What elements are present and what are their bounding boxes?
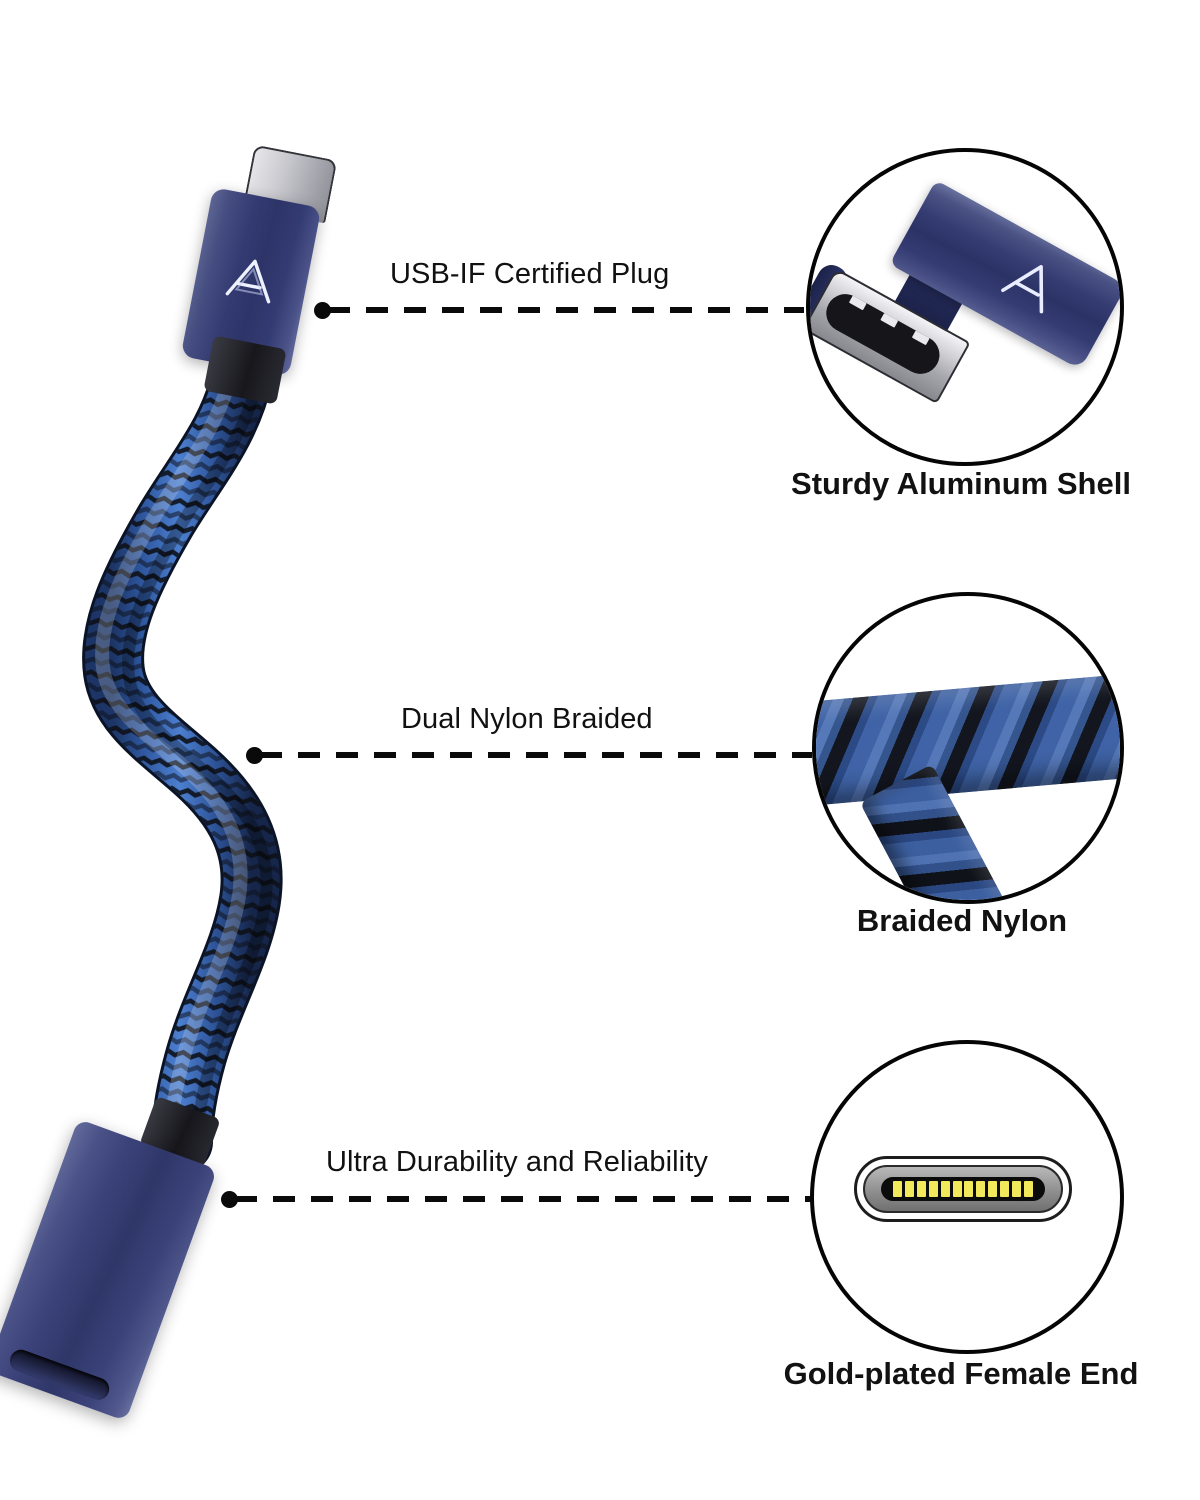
gold-pin xyxy=(916,1188,926,1197)
gold-pin xyxy=(893,1181,902,1190)
gold-pin xyxy=(1012,1181,1022,1190)
brand-logo-icon xyxy=(225,259,271,304)
gold-pin xyxy=(976,1188,986,1197)
callout-dashed-line xyxy=(328,307,804,313)
callout-dashed-line xyxy=(235,1196,811,1202)
female-port-metal-shell xyxy=(863,1165,1063,1213)
female-port-cavity xyxy=(881,1177,1045,1201)
callout-label-dual-nylon-braided: Dual Nylon Braided xyxy=(401,703,653,735)
detail-circle-gold-plated-female-end xyxy=(810,1040,1124,1354)
gold-pin xyxy=(928,1181,938,1190)
gold-pin xyxy=(1000,1181,1010,1190)
gold-pin xyxy=(1023,1181,1033,1190)
gold-pin xyxy=(988,1181,998,1190)
male-connector-shell xyxy=(180,187,322,377)
callout-dot-icon xyxy=(221,1191,238,1208)
gold-pin xyxy=(940,1181,950,1190)
gold-pin xyxy=(952,1181,962,1190)
callout-dot-icon xyxy=(246,747,263,764)
gold-pin xyxy=(904,1188,914,1197)
detail-circle-sturdy-aluminum-shell xyxy=(806,148,1124,466)
detail-caption-gold-plated-female-end: Gold-plated Female End xyxy=(783,1356,1139,1391)
gold-pin xyxy=(916,1181,926,1190)
gold-pin xyxy=(964,1181,974,1190)
gold-pin-row-top xyxy=(893,1181,1033,1190)
gold-pin xyxy=(893,1188,902,1197)
callout-label-usb-if-certified-plug: USB-IF Certified Plug xyxy=(390,258,670,290)
braid-strand-horizontal xyxy=(816,673,1120,807)
brand-logo-icon xyxy=(1001,265,1044,314)
gold-pin xyxy=(952,1188,962,1197)
gold-pin xyxy=(904,1181,914,1190)
callout-label-ultra-durability-and-reliability: Ultra Durability and Reliability xyxy=(326,1146,708,1178)
gold-pin xyxy=(940,1188,950,1197)
gold-pin xyxy=(1012,1188,1022,1197)
callout-dashed-line xyxy=(260,752,812,758)
gold-pin-row-bottom xyxy=(893,1188,1033,1197)
female-port-housing xyxy=(854,1156,1072,1222)
gold-pin xyxy=(928,1188,938,1197)
callout-leader-dual-nylon-braided xyxy=(246,747,812,764)
detail-caption-sturdy-aluminum-shell: Sturdy Aluminum Shell xyxy=(791,466,1131,501)
gold-pin xyxy=(964,1188,974,1197)
gold-pin xyxy=(1023,1188,1033,1197)
gold-pin xyxy=(976,1181,986,1190)
gold-pin xyxy=(988,1188,998,1197)
callout-leader-ultra-durability-and-reliability xyxy=(221,1191,811,1208)
product-hero-image xyxy=(0,144,338,1422)
callout-leader-usb-if-certified-plug xyxy=(314,302,804,319)
detail-caption-braided-nylon: Braided Nylon xyxy=(856,903,1068,938)
gold-pin xyxy=(1000,1188,1010,1197)
detail-circle-braided-nylon xyxy=(812,592,1124,904)
callout-dot-icon xyxy=(314,302,331,319)
plug-aluminum-shell xyxy=(889,180,1120,370)
